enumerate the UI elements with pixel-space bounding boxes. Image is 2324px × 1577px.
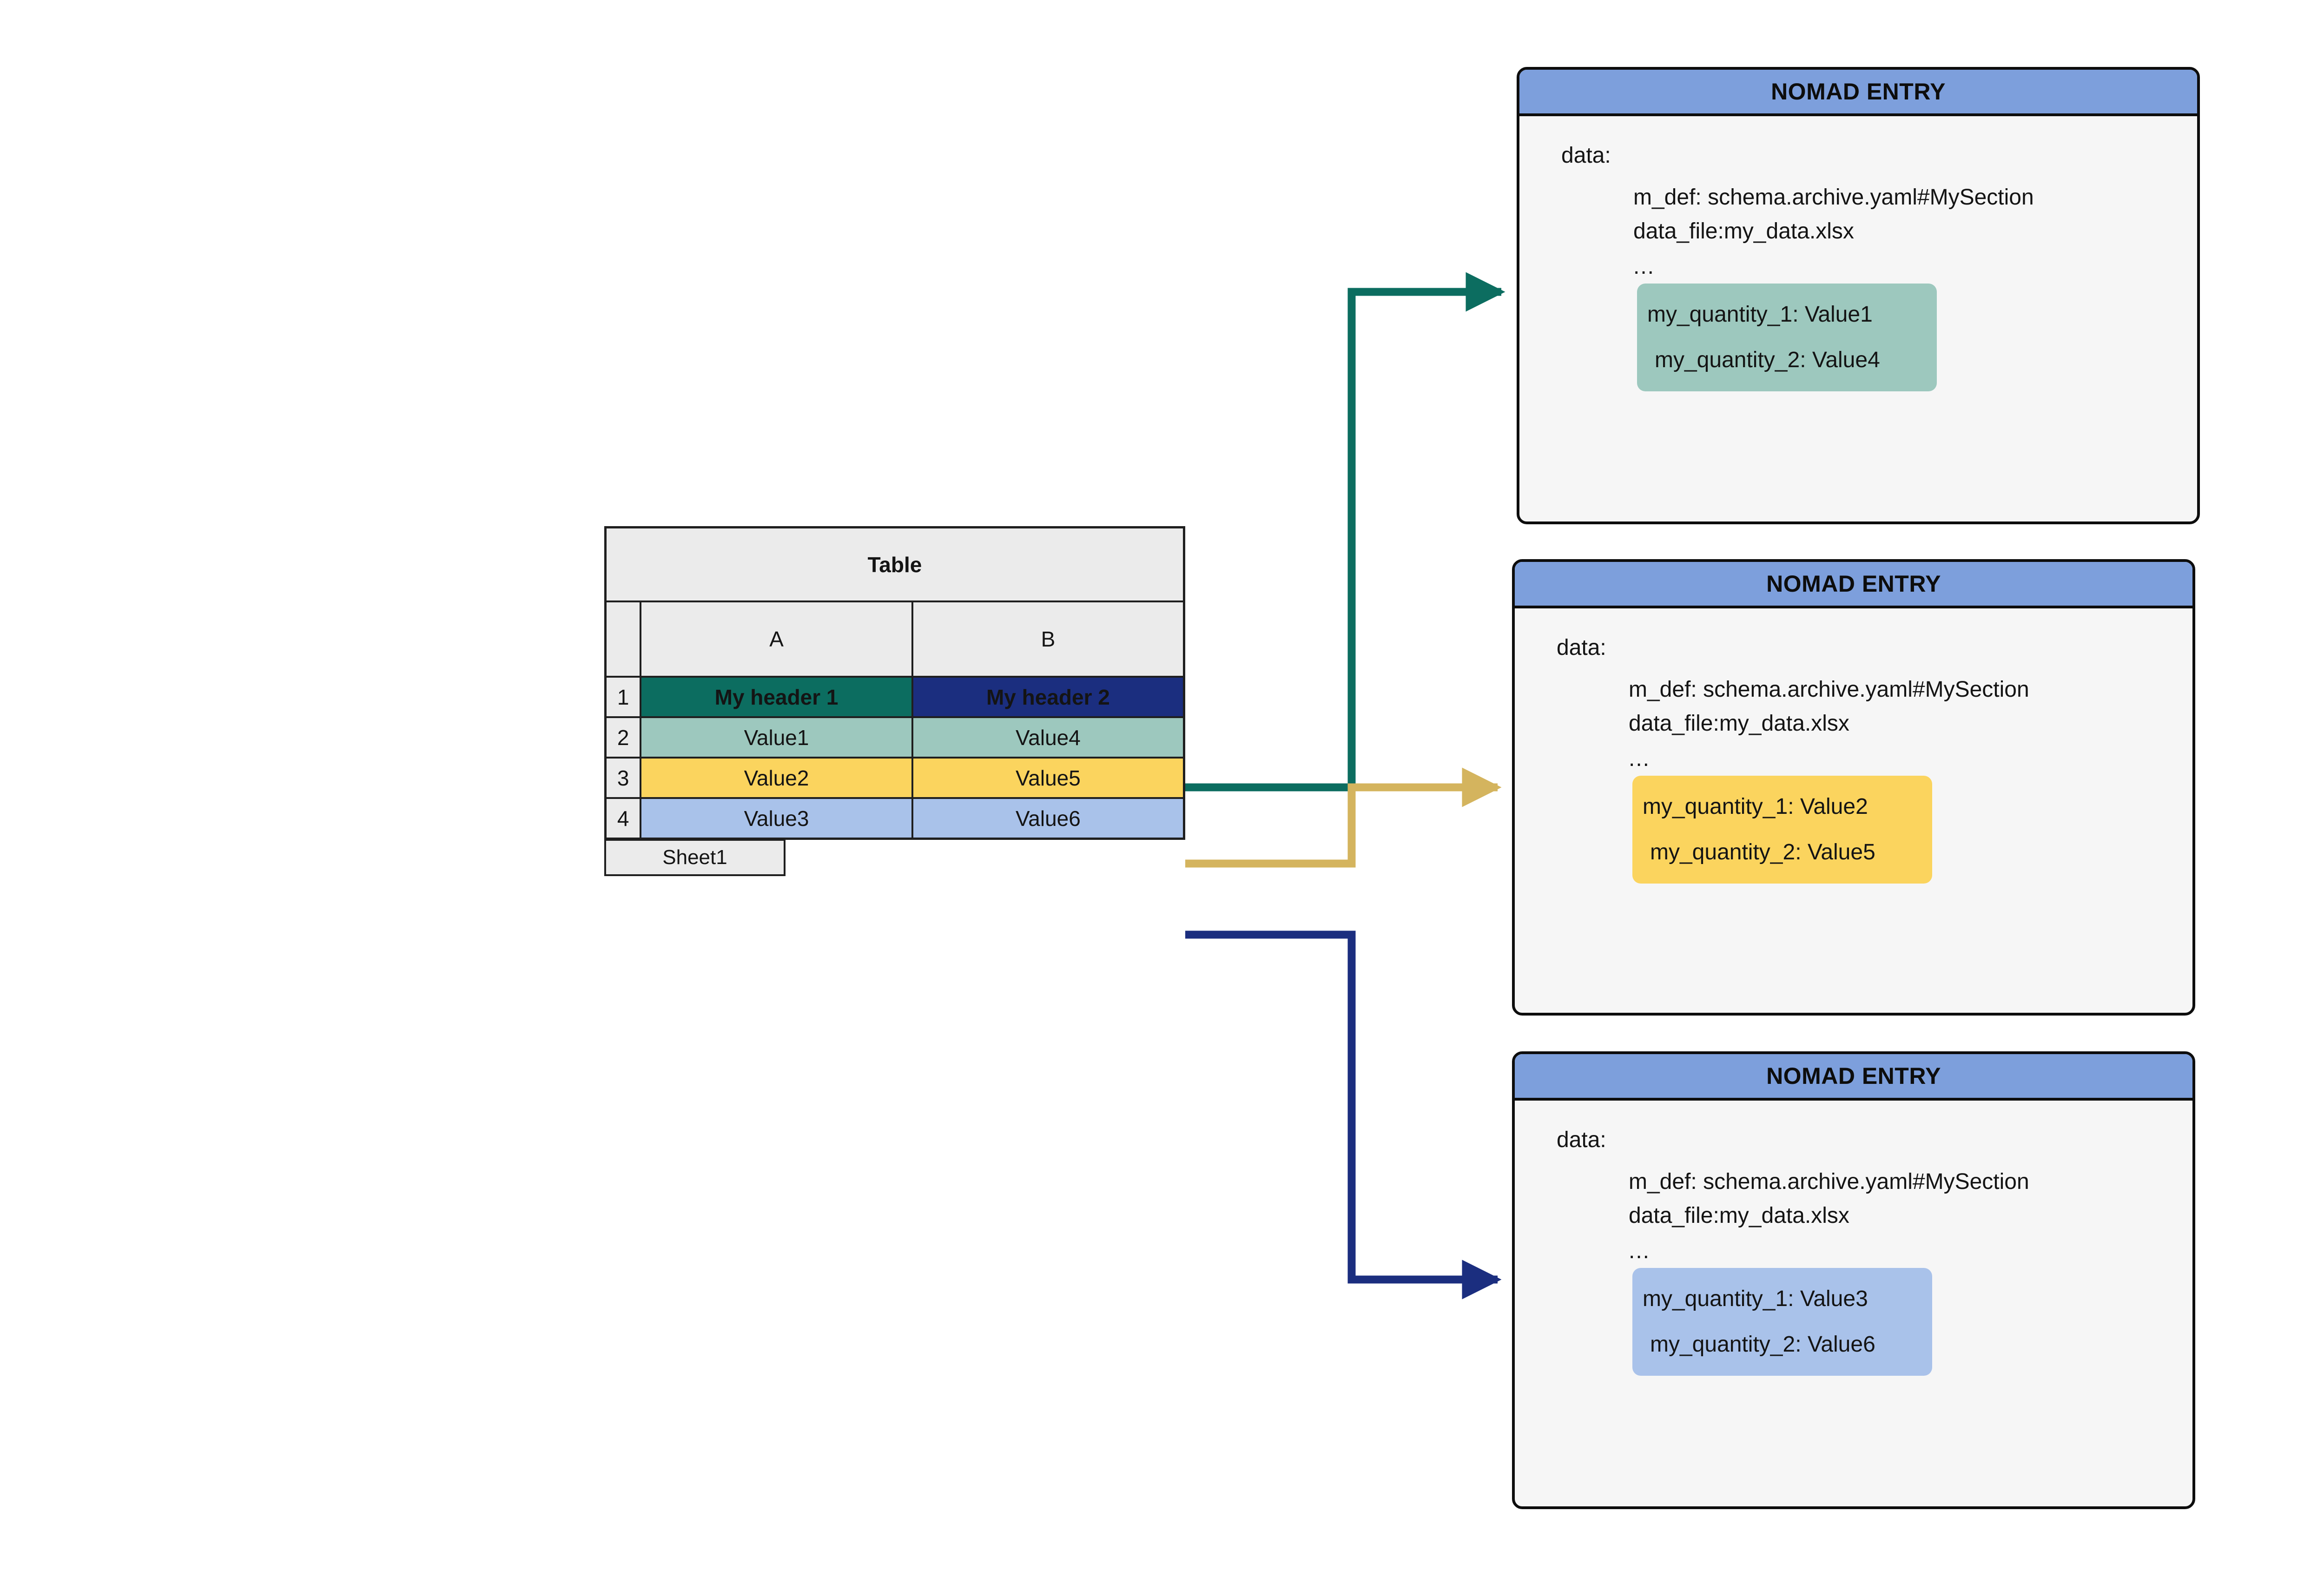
connector-row3-to-entry2 <box>1185 767 1502 868</box>
cell-a3-value2: Value2 <box>640 757 913 799</box>
yaml-data-file-line: data_file:my_data.xlsx <box>1633 218 1854 244</box>
row-number-4: 4 <box>604 797 642 840</box>
table-row: 4 Value3 Value6 <box>604 797 1185 840</box>
table-title: Table <box>604 526 1185 602</box>
table-title-row: Table <box>604 526 1185 602</box>
entry-card-body: data: m_def: schema.archive.yaml#MySecti… <box>1519 116 2197 392</box>
yaml-root-key: data: <box>1557 1128 1606 1152</box>
column-header-a: A <box>640 600 913 678</box>
cell-b1-my-header-2: My header 2 <box>911 676 1185 718</box>
quantity-highlight-box: my_quantity_1: Value2 my_quantity_2: Val… <box>1632 775 1932 884</box>
quantity-1-line: my_quantity_1: Value2 <box>1643 794 1868 819</box>
column-header-corner <box>604 600 642 678</box>
column-header-b: B <box>911 600 1185 678</box>
cell-a1-my-header-1: My header 1 <box>640 676 913 718</box>
cell-b2-value4: Value4 <box>911 716 1185 759</box>
cell-a2-value1: Value1 <box>640 716 913 759</box>
yaml-data-file-line: data_file:my_data.xlsx <box>1629 1203 1849 1228</box>
cell-b4-value6: Value6 <box>911 797 1185 840</box>
quantity-highlight-box: my_quantity_1: Value1 my_quantity_2: Val… <box>1637 283 1937 392</box>
quantity-2-line: my_quantity_2: Value5 <box>1650 839 1875 864</box>
entry-card-body: data: m_def: schema.archive.yaml#MySecti… <box>1515 1101 2192 1376</box>
sheet-grid: Table A B 1 My header 1 My header 2 2 Va… <box>604 526 1185 840</box>
table-row: 3 Value2 Value5 <box>604 757 1185 799</box>
table-column-header-row: A B <box>604 600 1185 678</box>
table-row: 1 My header 1 My header 2 <box>604 676 1185 718</box>
nomad-entry-card-1: NOMAD ENTRY data: m_def: schema.archive.… <box>1517 67 2200 524</box>
yaml-data-file-line: data_file:my_data.xlsx <box>1629 711 1849 736</box>
connector-row2-to-entry1 <box>1185 272 1505 792</box>
connector-row4-to-entry3 <box>1185 930 1502 1300</box>
quantity-2-line: my_quantity_2: Value6 <box>1650 1332 1875 1357</box>
yaml-m-def-line: m_def: schema.archive.yaml#MySection <box>1629 677 2029 702</box>
nomad-entry-card-3: NOMAD ENTRY data: m_def: schema.archive.… <box>1512 1051 2195 1509</box>
yaml-ellipsis: ... <box>1629 1239 1651 1264</box>
yaml-m-def-line: m_def: schema.archive.yaml#MySection <box>1633 185 2034 210</box>
yaml-root-key: data: <box>1557 635 1606 660</box>
yaml-ellipsis: ... <box>1629 746 1651 772</box>
quantity-highlight-box: my_quantity_1: Value3 my_quantity_2: Val… <box>1632 1267 1932 1376</box>
yaml-m-def-line: m_def: schema.archive.yaml#MySection <box>1629 1169 2029 1194</box>
nomad-entry-card-2: NOMAD ENTRY data: m_def: schema.archive.… <box>1512 559 2195 1016</box>
row-number-3: 3 <box>604 757 642 799</box>
cell-a4-value3: Value3 <box>640 797 913 840</box>
yaml-root-key: data: <box>1561 143 1611 168</box>
entry-card-title: NOMAD ENTRY <box>1519 70 2197 116</box>
row-number-2: 2 <box>604 716 642 759</box>
spreadsheet-table: Table A B 1 My header 1 My header 2 2 Va… <box>604 526 1185 876</box>
entry-card-title: NOMAD ENTRY <box>1515 1054 2192 1101</box>
quantity-2-line: my_quantity_2: Value4 <box>1655 347 1880 372</box>
quantity-1-line: my_quantity_1: Value1 <box>1647 302 1873 327</box>
entry-card-title: NOMAD ENTRY <box>1515 562 2192 608</box>
quantity-1-line: my_quantity_1: Value3 <box>1643 1286 1868 1311</box>
entry-card-body: data: m_def: schema.archive.yaml#MySecti… <box>1515 608 2192 884</box>
row-number-1: 1 <box>604 676 642 718</box>
yaml-ellipsis: ... <box>1633 254 1655 279</box>
cell-b3-value5: Value5 <box>911 757 1185 799</box>
sheet-tab-sheet1[interactable]: Sheet1 <box>604 839 786 876</box>
table-row: 2 Value1 Value4 <box>604 716 1185 759</box>
